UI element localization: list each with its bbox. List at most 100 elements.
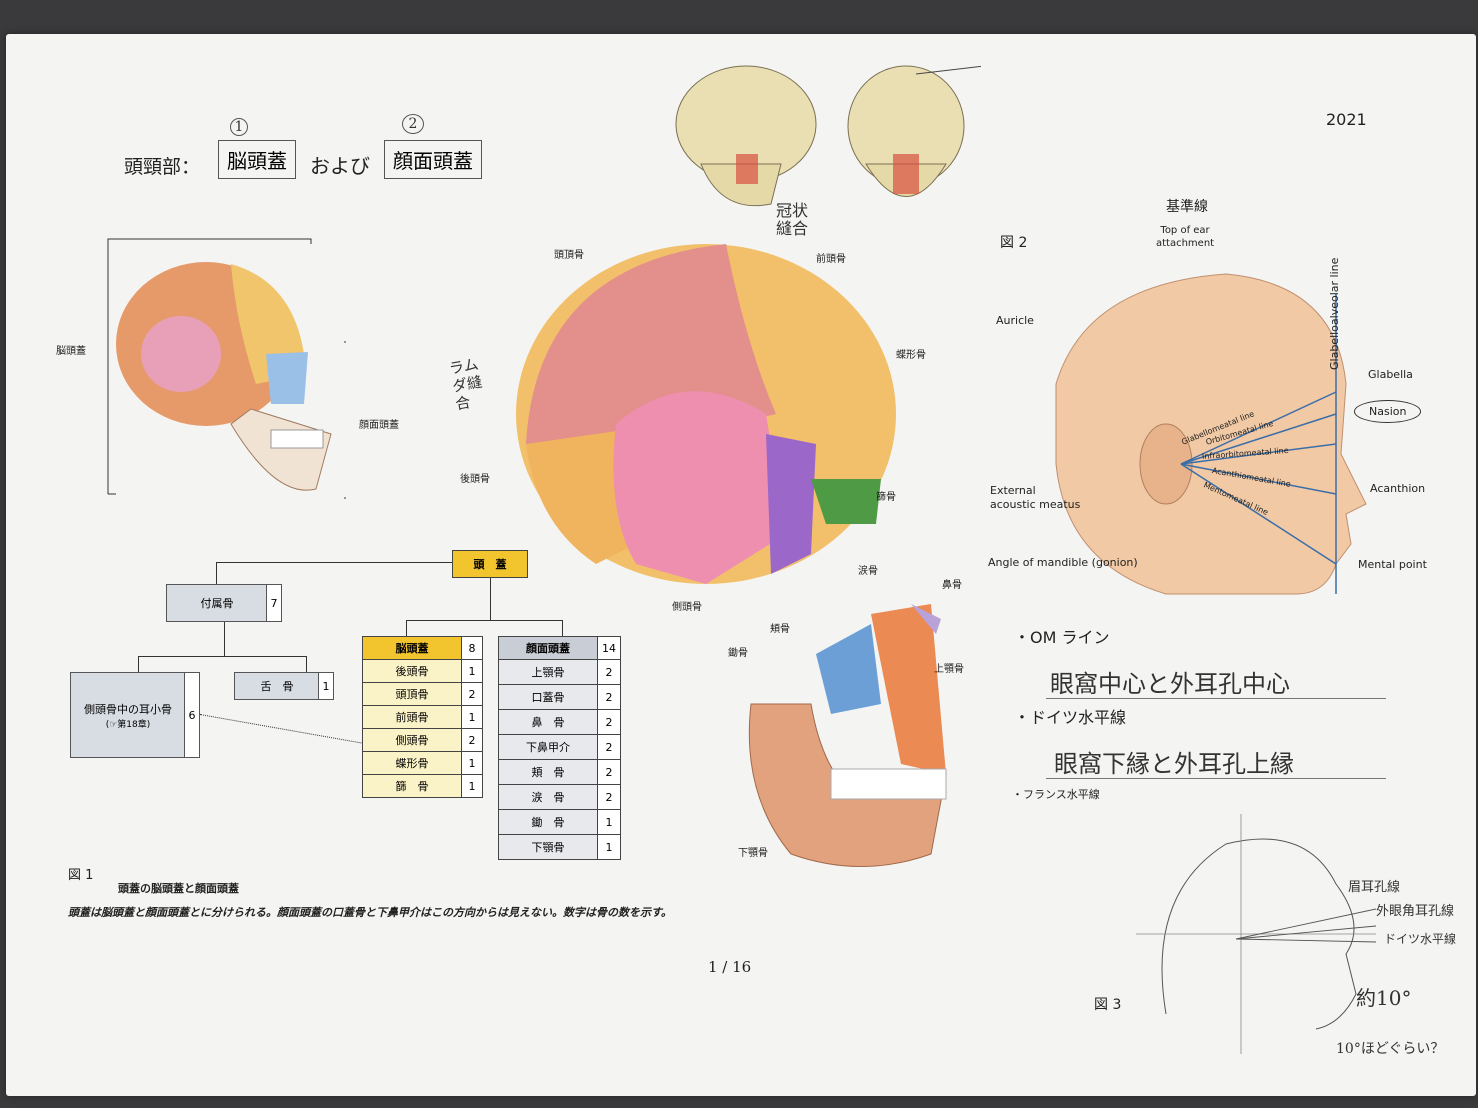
label-occipital: 後頭骨 xyxy=(460,474,490,485)
neuro-bone-count: 1 xyxy=(461,705,483,729)
label-glabelloalveolar: Glabelloalveolar line xyxy=(1328,257,1341,370)
page-number: 1 / 16 xyxy=(708,958,752,976)
fig3-note2: 外眼角耳孔線 xyxy=(1376,904,1455,919)
label-maxilla: 上顎骨 xyxy=(934,664,964,675)
neuro-bone-count: 2 xyxy=(461,728,483,752)
hand-note-lambdoid: ラムダ縫合 xyxy=(447,355,484,414)
label-ext-meatus: External acoustic meatus xyxy=(990,484,1081,511)
top-skull-illustrations xyxy=(675,65,981,207)
label-acanthion: Acanthion xyxy=(1370,482,1426,495)
label-vomer: 鋤骨 xyxy=(728,648,748,659)
label-mandible: 下顎骨 xyxy=(738,848,768,859)
head-profile-illustration xyxy=(1055,273,1367,595)
neuro-header: 脳頭蓋 xyxy=(362,636,462,660)
fig1-caption: 頭蓋は脳頭蓋と顔面頭蓋とに分けられる。顔面頭蓋の口蓋骨と下鼻甲介はこの方向からは… xyxy=(68,906,672,919)
fig2-number: 図 2 xyxy=(1000,235,1028,251)
facial-bone-name: 鼻 骨 xyxy=(498,709,598,735)
fig2-title: 基準線 xyxy=(1166,199,1208,215)
neuro-bone-count: 1 xyxy=(461,751,483,775)
label-nasion: Nasion xyxy=(1354,400,1422,423)
note-german: ・ドイツ水平線 xyxy=(1014,708,1127,727)
facial-bone-name: 下顎骨 xyxy=(498,834,598,860)
tree-ossicles-sub: (☞第18章) xyxy=(105,719,151,730)
facial-bone-count: 2 xyxy=(597,759,621,785)
note-om: ・OM ライン xyxy=(1014,628,1110,647)
neuro-bone-count: 2 xyxy=(461,682,483,706)
label-zygomatic: 頬骨 xyxy=(770,624,790,635)
fig1-number: 図 1 xyxy=(68,868,94,883)
facial-bone-name: 鋤 骨 xyxy=(498,809,598,835)
label-top-ear: Top of ear attachment xyxy=(1156,225,1215,249)
facial-bone-name: 頬 骨 xyxy=(498,759,598,785)
tree-root: 頭 蓋 xyxy=(452,550,528,578)
facial-header: 顔面頭蓋 xyxy=(498,636,598,660)
label-mental-point: Mental point xyxy=(1358,558,1427,571)
neuro-bone-count: 1 xyxy=(461,659,483,683)
header-box-viscerocranium: 顔面頭蓋 xyxy=(384,140,482,179)
fig1-title: 頭蓋の脳頭蓋と顔面頭蓋 xyxy=(118,882,239,895)
label-glabella: Glabella xyxy=(1368,368,1413,381)
tree-accessory-count: 7 xyxy=(266,584,282,622)
neuro-bone-name: 側頭骨 xyxy=(362,728,462,752)
header-prefix: 頭頸部： xyxy=(124,156,201,178)
label-gonion: Angle of mandible (gonion) xyxy=(988,556,1138,569)
label-ethmoid: 篩骨 xyxy=(876,492,896,503)
header-box-neurocranium: 脳頭蓋 xyxy=(218,140,296,179)
facial-bone-name: 下鼻甲介 xyxy=(498,734,598,760)
hand-note-coronal: 冠状縫合 xyxy=(776,201,809,238)
facial-header-count: 14 xyxy=(597,636,621,660)
dotted-connector xyxy=(199,714,362,744)
note-om-handwritten: 眼窩中心と外耳孔中心 xyxy=(1050,670,1290,698)
neuro-header-count: 8 xyxy=(461,636,483,660)
facial-bone-count: 2 xyxy=(597,659,621,685)
tree-hyoid-count: 1 xyxy=(318,672,334,700)
circle-number-2: 2 xyxy=(402,114,424,134)
label-temporal: 側頭骨 xyxy=(672,602,702,613)
circle-number-1: 1 xyxy=(230,118,248,136)
facial-bones-illustration xyxy=(748,604,947,867)
fig3-angle: 約10° xyxy=(1356,986,1412,1010)
label-nasal: 鼻骨 xyxy=(942,580,962,591)
label-parietal: 頭頂骨 xyxy=(554,250,584,261)
tree-ossicles-label: 側頭骨中の耳小骨 xyxy=(84,702,172,716)
neuro-bone-name: 蝶形骨 xyxy=(362,751,462,775)
fig3-note3: ドイツ水平線 xyxy=(1384,932,1457,946)
small-skull-illustration xyxy=(107,238,346,499)
label-neurocranium: 脳頭蓋 xyxy=(56,346,86,357)
year: 2021 xyxy=(1326,110,1367,129)
label-lacrimal: 涙骨 xyxy=(858,566,878,577)
head-sketch-illustration xyxy=(1136,814,1376,1054)
label-sphenoid: 蝶形骨 xyxy=(896,350,926,361)
neuro-bone-name: 前頭骨 xyxy=(362,705,462,729)
large-skull-illustration xyxy=(516,244,896,584)
neuro-bone-name: 後頭骨 xyxy=(362,659,462,683)
fig3-bottom-note: 10°ほどぐらい？ xyxy=(1336,1041,1445,1057)
tree-hyoid: 舌 骨 xyxy=(234,672,320,700)
facial-bone-count: 1 xyxy=(597,834,621,860)
header-join: および xyxy=(310,154,370,178)
facial-bone-name: 口蓋骨 xyxy=(498,684,598,710)
label-auricle: Auricle xyxy=(996,314,1034,327)
facial-bone-count: 1 xyxy=(597,809,621,835)
note-german-handwritten: 眼窩下縁と外耳孔上縁 xyxy=(1054,750,1294,778)
facial-bone-name: 涙 骨 xyxy=(498,784,598,810)
fig3-number: 図 3 xyxy=(1094,997,1122,1013)
neuro-bone-name: 篩 骨 xyxy=(362,774,462,798)
facial-bone-count: 2 xyxy=(597,709,621,735)
facial-bone-name: 上顎骨 xyxy=(498,659,598,685)
facial-bone-count: 2 xyxy=(597,734,621,760)
